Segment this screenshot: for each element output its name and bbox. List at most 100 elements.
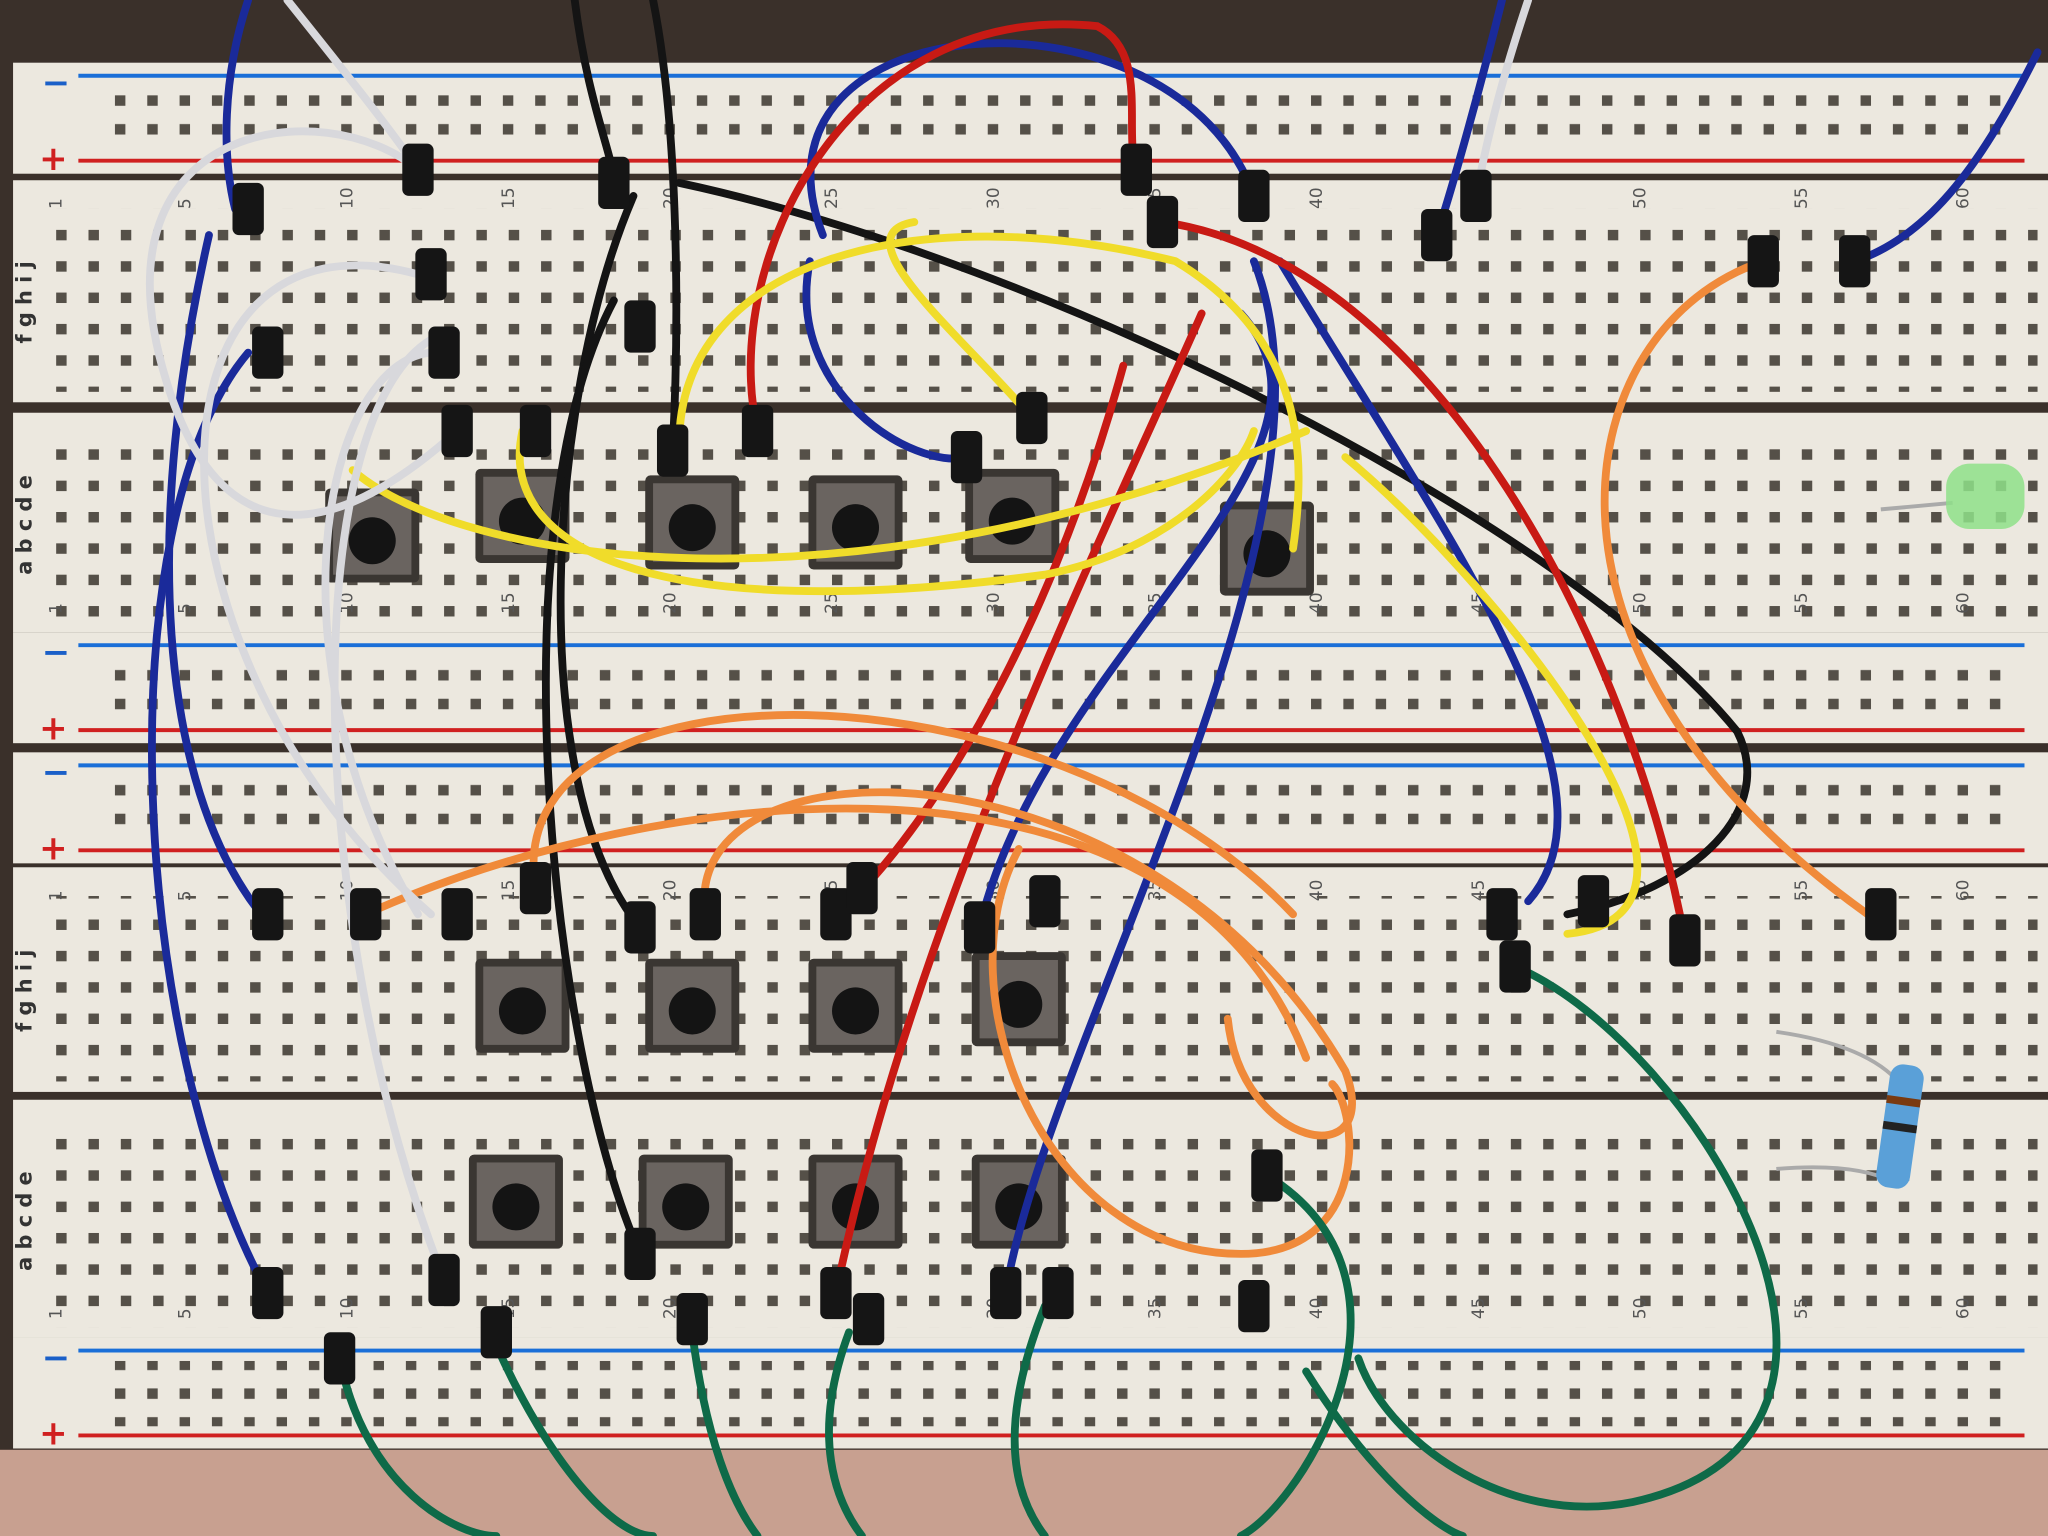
wire-orange (1600, 257, 1872, 919)
jumper-connector (428, 1253, 460, 1307)
jumper-connector (846, 862, 878, 915)
button-cap (348, 517, 396, 565)
column-number: 40 (1307, 1298, 1327, 1320)
rail-plus-label: + (39, 139, 67, 179)
jumper-connector (624, 901, 656, 954)
wire-white (145, 0, 462, 519)
button-cap (995, 980, 1043, 1028)
resistor (1776, 1029, 1924, 1189)
wire-red (1158, 218, 1689, 945)
column-number: 1 (46, 603, 66, 614)
jumper-connector (1029, 875, 1061, 928)
row-labels: f g h i j (12, 261, 36, 343)
column-number: 15 (499, 880, 519, 902)
jumper-connector (1747, 235, 1779, 288)
jumper-connector (1238, 169, 1270, 223)
jumper-connector (990, 1266, 1022, 1320)
green-led (1880, 463, 2025, 529)
push-button (645, 475, 740, 570)
column-number: 55 (1792, 880, 1812, 902)
jumper-connector (323, 1332, 356, 1385)
button-cap (498, 987, 546, 1035)
column-number: 55 (1792, 187, 1812, 209)
jumper-connector (1238, 1280, 1270, 1333)
wire-orange (988, 845, 1354, 1258)
column-number: 30 (984, 187, 1004, 209)
jumper-connector (1421, 208, 1453, 262)
row-labels: a b c d e (12, 1171, 36, 1271)
wire-green (335, 1341, 657, 1536)
jumper-connector (1120, 143, 1152, 196)
push-button (468, 1154, 563, 1249)
jumper-connector (415, 248, 447, 301)
jumper-wires (145, 0, 2042, 1536)
rail-holes (97, 1360, 2018, 1427)
push-button (638, 1154, 733, 1249)
jumper-connector (1042, 1266, 1074, 1320)
wire-black (675, 178, 1752, 919)
jumper-connector (741, 404, 774, 458)
column-number: 15 (499, 592, 519, 614)
column-number: 60 (1954, 880, 1974, 902)
column-number: 1 (46, 1308, 66, 1319)
button-cap (668, 987, 716, 1035)
wire-black (542, 296, 644, 1258)
column-number: 45 (1469, 1298, 1489, 1320)
column-number: 35 (1145, 1298, 1165, 1320)
button-cap (662, 1183, 710, 1231)
jumper-connector (252, 326, 284, 379)
row-labels: a b c d e (12, 475, 36, 575)
column-number: 10 (337, 592, 357, 614)
column-number: 40 (1307, 880, 1327, 902)
rail-minus-label: − (42, 633, 70, 673)
jumper-connector (1865, 888, 1897, 941)
wire-green (1010, 1171, 1355, 1536)
jumper-connector (624, 300, 656, 353)
jumper-connector (676, 1293, 708, 1346)
wire-blue (165, 231, 266, 919)
wire-yellow (348, 427, 1311, 563)
jumper-connector (402, 143, 434, 196)
column-number: 50 (1630, 187, 1650, 209)
rail-holes (97, 655, 2018, 721)
jumper-connector (232, 182, 264, 236)
column-number: 60 (1954, 592, 1974, 614)
push-button (808, 958, 903, 1053)
column-number: 10 (337, 1298, 357, 1320)
jumper-connector (252, 888, 284, 941)
column-number: 40 (1307, 187, 1327, 209)
column-number: 60 (1954, 1298, 1974, 1320)
rail-minus-label: − (42, 1338, 70, 1378)
jumper-connector (598, 156, 630, 209)
wire-orange (700, 788, 1356, 1140)
wire-green (688, 1328, 866, 1536)
jumper-connector (1251, 1149, 1283, 1202)
jumper-connector (1499, 940, 1531, 993)
column-number: 10 (337, 187, 357, 209)
jumper-connector (689, 888, 721, 941)
jumper-connector (1460, 169, 1492, 223)
wire-yellow (886, 218, 1642, 938)
jumper-connector (820, 1266, 852, 1320)
jumper-connector (950, 431, 983, 484)
column-number: 5 (176, 890, 196, 901)
push-button (475, 958, 570, 1053)
button-cap (832, 504, 880, 552)
push-button (971, 952, 1066, 1047)
jumper-connector (441, 404, 473, 458)
rail-minus-label: − (42, 753, 70, 793)
rail-plus-label: + (39, 708, 67, 748)
rail-holes (97, 86, 2018, 152)
button-cap (988, 497, 1036, 545)
button-cap (492, 1183, 540, 1231)
column-number: 25 (822, 592, 842, 614)
jumper-connector (1016, 391, 1048, 445)
push-button (645, 958, 740, 1053)
column-number: 25 (822, 187, 842, 209)
column-number: 50 (1630, 1298, 1650, 1320)
column-number: 30 (984, 592, 1004, 614)
wire-orange (529, 711, 1297, 919)
column-number: 1 (46, 890, 66, 901)
column-number: 20 (661, 592, 681, 614)
jumper-connector (852, 1293, 885, 1346)
